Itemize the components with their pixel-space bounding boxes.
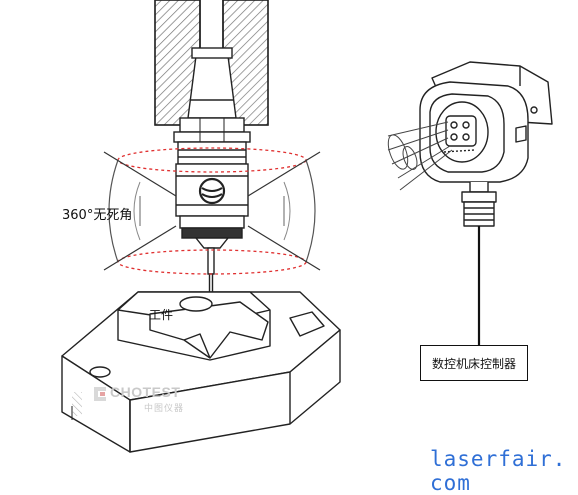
workpiece-shading — [72, 392, 82, 416]
rotation-envelope — [103, 147, 321, 275]
rotation-label: 360°无死角 — [62, 208, 133, 223]
chotest-logo-mark-icon — [94, 387, 106, 401]
cnc-controller-label: 数控机床控制器 — [431, 356, 516, 371]
receiver — [419, 61, 553, 227]
logo-brand: CHOTEST — [110, 384, 181, 400]
spindle — [154, 0, 269, 126]
chotest-logo: CHOTEST 中图仪器 — [92, 383, 202, 414]
workpiece — [61, 291, 341, 453]
probe-emblem-icon — [198, 177, 226, 205]
workpiece-label: 工件 — [149, 308, 174, 322]
cnc-controller-box: 数控机床控制器 — [420, 345, 528, 381]
signal-beams — [387, 121, 453, 191]
tool-holder — [173, 47, 251, 143]
watermark: laserfair. com — [430, 447, 567, 495]
logo-subtitle: 中图仪器 — [144, 404, 185, 414]
